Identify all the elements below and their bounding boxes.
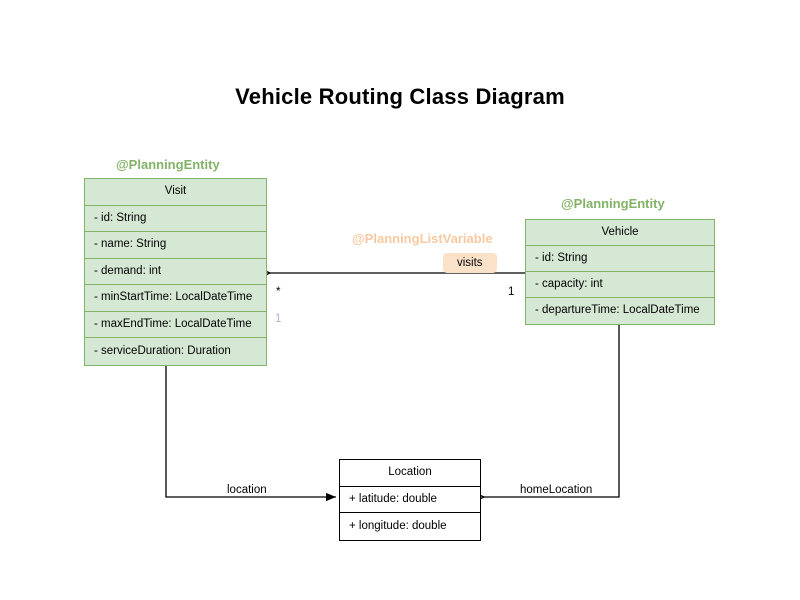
edge-label-location: location [227, 484, 267, 496]
page-title: Vehicle Routing Class Diagram [235, 84, 565, 109]
class-attribute: - serviceDuration: Duration [94, 344, 231, 357]
class-box-visit[interactable]: Visit - id: String - name: String - dema… [84, 178, 267, 366]
class-attribute: + latitude: double [340, 487, 480, 513]
class-attribute: - id: String [85, 206, 266, 232]
annotation-planning-list-variable: @PlanningListVariable [352, 231, 493, 246]
class-name-location: Location [340, 460, 480, 487]
class-attribute: - name: String [85, 232, 266, 259]
class-attribute: - maxEndTime: LocalDateTime [85, 312, 266, 338]
class-attribute: - capacity: int [526, 272, 714, 298]
class-box-location[interactable]: Location + latitude: double + longitude:… [339, 459, 481, 541]
edge-vehicle-home-location [484, 322, 620, 497]
annotation-visit-planning-entity: @PlanningEntity [116, 157, 220, 172]
class-box-vehicle[interactable]: Vehicle - id: String - capacity: int - d… [525, 219, 715, 325]
class-name-visit: Visit [85, 179, 266, 206]
multiplicity-visits-target: * [276, 286, 281, 298]
class-attribute: + longitude: double [349, 519, 447, 532]
annotation-vehicle-planning-entity: @PlanningEntity [561, 196, 665, 211]
edge-label-home-location: homeLocation [520, 484, 593, 496]
class-name-vehicle: Vehicle [526, 220, 714, 246]
edge-label-visits: visits [443, 253, 497, 273]
class-attribute: - departureTime: LocalDateTime [535, 304, 700, 317]
multiplicity-visit-location: 1 [275, 313, 282, 325]
multiplicity-visits-source: 1 [508, 286, 515, 298]
edge-visit-location [165, 363, 336, 502]
class-attribute: - id: String [526, 246, 714, 272]
class-attribute: - minStartTime: LocalDateTime [85, 285, 266, 312]
class-attribute: - demand: int [85, 259, 266, 285]
